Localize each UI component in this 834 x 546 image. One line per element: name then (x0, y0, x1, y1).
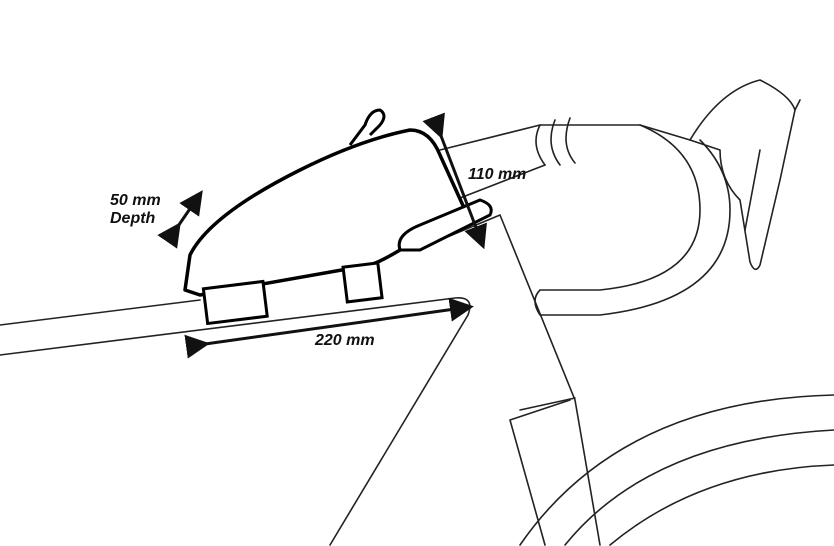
head-tube (439, 214, 601, 546)
depth-value: 50 mm (110, 192, 161, 209)
length-arrow (184, 297, 474, 359)
front-wheel (519, 394, 834, 546)
top-tube-bag (183, 108, 493, 326)
height-arrow (422, 112, 487, 250)
depth-label: 50 mm Depth (110, 192, 161, 228)
length-value: 220 mm (315, 332, 375, 349)
height-value: 110 mm (468, 166, 527, 183)
handlebar (439, 79, 801, 316)
top-tube (0, 297, 471, 546)
depth-caption: Depth (110, 210, 156, 227)
depth-arrow (157, 190, 203, 249)
